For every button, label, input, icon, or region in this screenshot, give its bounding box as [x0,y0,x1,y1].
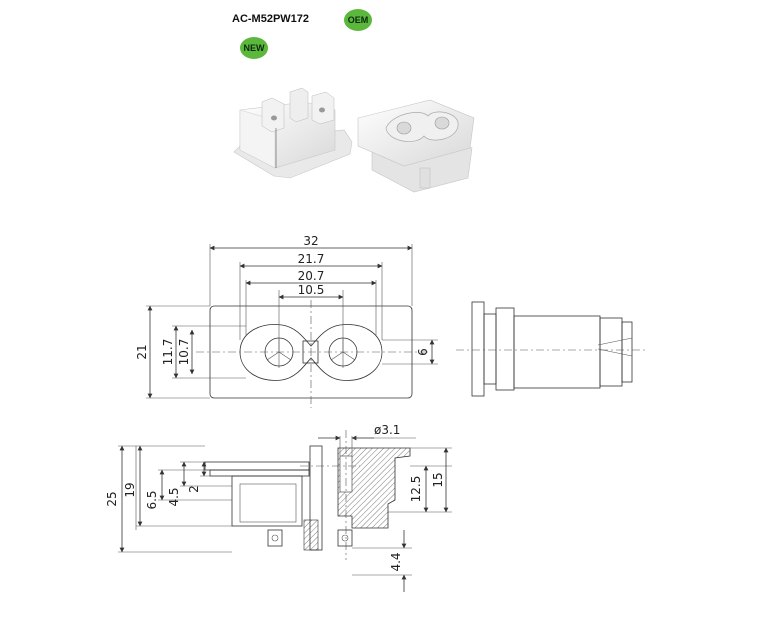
dim-depth-a: 6.5 [145,490,159,509]
dim-pin-dia: 6 [416,348,430,356]
dim-depth-b: 4.5 [167,487,181,506]
dim-overall-width: 32 [303,234,318,248]
dim-pin-pitch: 10.5 [298,283,325,297]
dim-total: 15 [431,472,445,487]
dim-terminal: 12.5 [409,476,423,503]
side-view [456,301,648,397]
dim-hole: ø3.1 [374,423,400,437]
front-view: 32 21.7 20.7 10.5 21 11.7 10.7 6 [135,234,438,408]
dim-inner-height: 10.7 [177,339,191,366]
dim-cavity-span: 20.7 [298,269,325,283]
dim-depth-c: 2 [187,485,201,493]
dim-cavity-height: 11.7 [161,339,175,366]
dim-height: 21 [135,344,149,359]
product-photo-front [357,99,475,193]
dim-contact-span: 21.7 [298,252,325,266]
dim-overall: 25 [105,491,119,506]
dim-body: 19 [123,482,137,497]
product-photo-back [233,87,353,179]
new-badge: NEW [240,37,268,59]
model-number: AC-M52PW172 [232,13,310,25]
oem-badge: OEM [344,9,372,31]
dim-pin-len: 4.4 [389,552,403,571]
section-view: 25 19 6.5 4.5 2 ø3.1 12.5 15 4.4 [105,423,452,592]
